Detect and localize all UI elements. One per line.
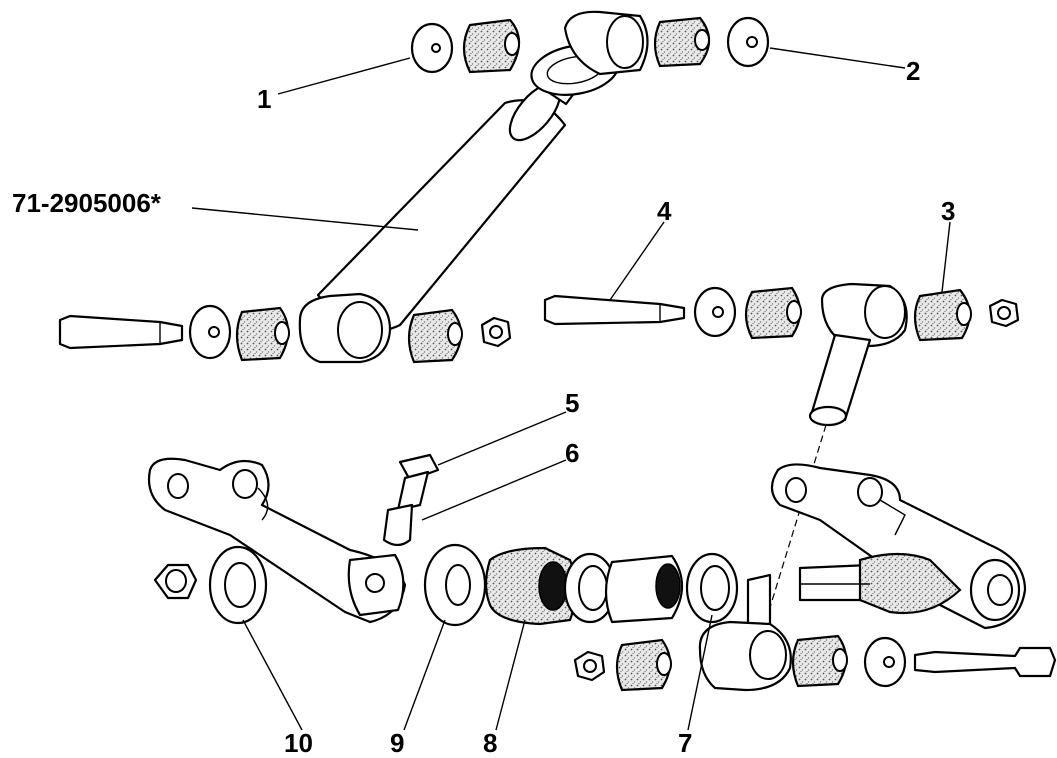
link-assembly: [543, 282, 1020, 427]
leader-lines: [191, 47, 951, 731]
lower-mount-parts: [58, 304, 512, 364]
bush-top-left: [462, 18, 521, 74]
label-1: 1: [257, 84, 271, 114]
bush-top-right: [653, 16, 711, 68]
bush-3: [913, 288, 971, 342]
bottom-left-parts: [153, 543, 739, 627]
label-4: 4: [657, 196, 672, 226]
bolt-left: [58, 314, 184, 350]
callout-labels: 71-2905006* 1 2 3 4 5 6 7 8 9 10: [12, 56, 955, 758]
label-5: 5: [565, 388, 579, 418]
left-arm: [147, 457, 407, 624]
top-mount-parts: [410, 16, 770, 74]
grease-nipple: [382, 453, 440, 547]
label-3: 3: [941, 196, 955, 226]
label-2: 2: [906, 56, 920, 86]
label-part-number: 71-2905006*: [12, 188, 162, 218]
label-7: 7: [678, 728, 692, 758]
label-8: 8: [483, 728, 497, 758]
bolt-right: [543, 294, 686, 326]
right-arm: [770, 463, 1027, 630]
label-6: 6: [565, 438, 579, 468]
bottom-right-parts: [573, 573, 1057, 692]
bush-left: [235, 306, 290, 362]
shock-absorber: [298, 10, 649, 364]
label-10: 10: [284, 728, 313, 758]
bush-right: [407, 308, 463, 364]
label-9: 9: [390, 728, 404, 758]
